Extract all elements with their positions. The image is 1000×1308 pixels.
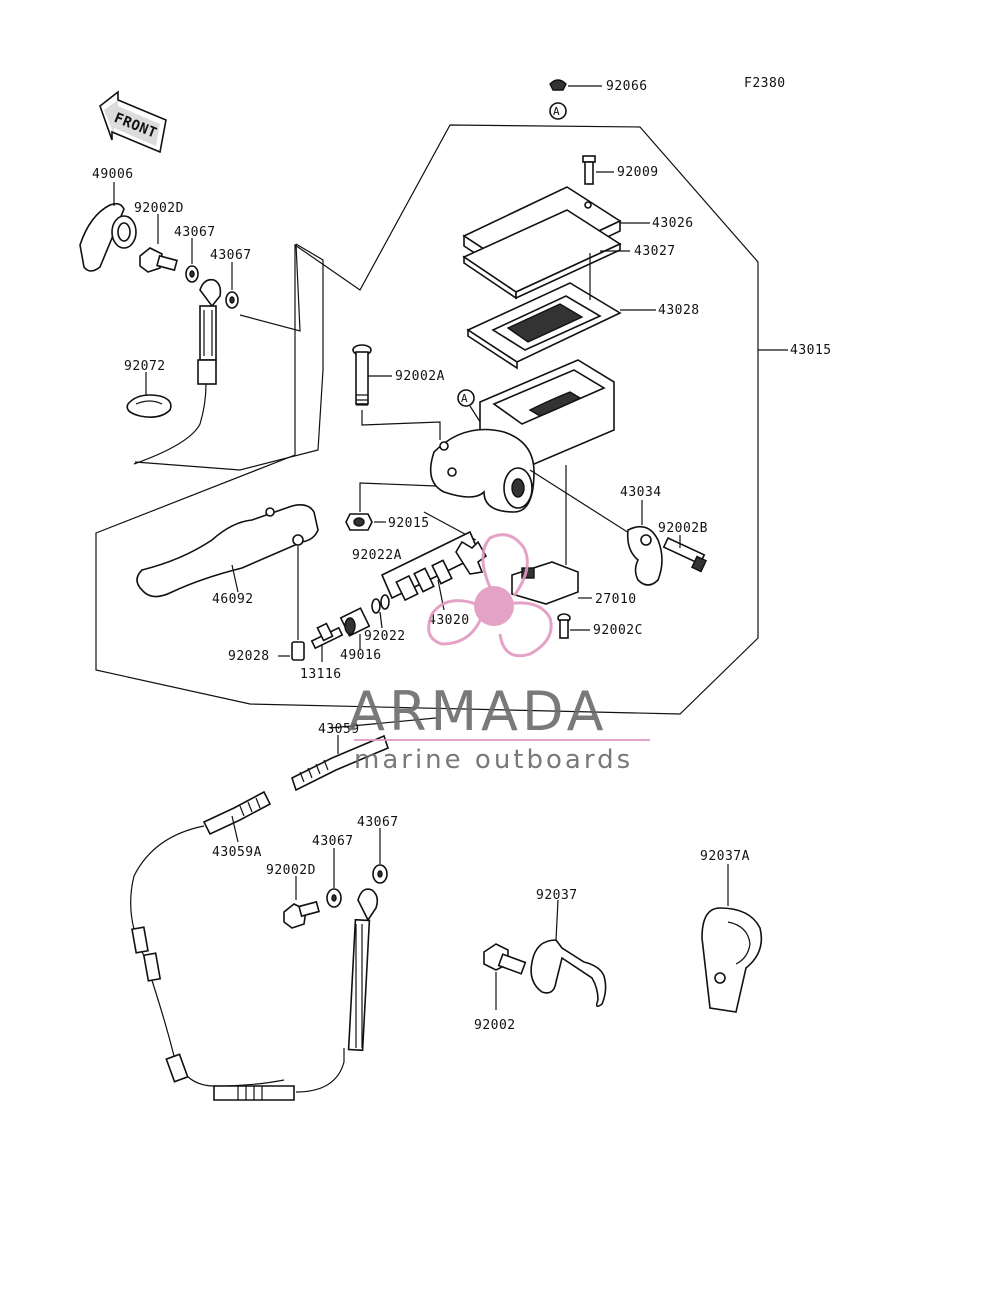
part-92022A: 92022A: [352, 548, 402, 563]
part-43067-b: 43067: [210, 248, 252, 263]
part-43034: 43034: [620, 485, 662, 500]
hose-cap-49006-part: [79, 182, 137, 272]
hose-upper-part: [133, 278, 222, 465]
figure-code: F2380: [744, 76, 786, 91]
plate-part: [462, 209, 630, 300]
svg-text:A: A: [461, 392, 468, 405]
brand-tagline: marine outboards: [354, 745, 633, 775]
hose-lower-vertical-part: [347, 888, 379, 1052]
part-46092: 46092: [212, 592, 254, 607]
part-49016: 49016: [340, 648, 382, 663]
push-rod-part: [310, 622, 344, 662]
part-92037: 92037: [536, 888, 578, 903]
part-92015: 92015: [388, 516, 430, 531]
cap-screw-part: [549, 79, 602, 91]
washer-43067-a-part: [185, 238, 199, 283]
part-43059: 43059: [318, 722, 360, 737]
pin-92028-part: [278, 641, 305, 661]
piston-kit-part: [380, 530, 488, 611]
armada-logo: ARMADA marine outboards: [348, 533, 650, 775]
part-13116: 13116: [300, 667, 342, 682]
part-92066: 92066: [606, 79, 648, 94]
part-92002D-top: 92002D: [134, 201, 184, 216]
part-43067-a: 43067: [174, 225, 216, 240]
part-43027: 43027: [634, 244, 676, 259]
holder-43034-part: [626, 500, 663, 586]
part-92002B: 92002B: [658, 521, 708, 536]
front-arrow-icon: FRONT: [99, 90, 167, 154]
part-92072: 92072: [124, 359, 166, 374]
part-92037A: 92037A: [700, 849, 750, 864]
clamp-92072-part: [126, 372, 172, 418]
part-92002D-bottom: 92002D: [266, 863, 316, 878]
propeller-logo-icon: [427, 533, 553, 658]
part-92002: 92002: [474, 1018, 516, 1033]
screw-92002C-part: [557, 613, 590, 639]
svg-text:A: A: [553, 105, 560, 118]
washer-43067-d-part: [372, 828, 388, 884]
part-49006: 49006: [92, 167, 134, 182]
bolt-92002B-part: [662, 535, 707, 573]
bracket-92037-part: [530, 899, 607, 1008]
ring-92022-part: [371, 594, 390, 629]
part-43026: 43026: [652, 216, 694, 231]
lever-46092-part: [136, 504, 319, 598]
hose-43059A-part: [130, 790, 345, 1101]
part-43067-c: 43067: [312, 834, 354, 849]
switch-27010-part: [511, 561, 592, 605]
washer-43067-b-part: [225, 262, 239, 309]
part-43015: 43015: [790, 343, 832, 358]
diaphragm-part: [466, 282, 656, 370]
part-92009: 92009: [617, 165, 659, 180]
part-43067-d: 43067: [357, 815, 399, 830]
banjo-bolt-bottom-part: [283, 876, 320, 929]
part-92028: 92028: [228, 649, 270, 664]
part-43059A: 43059A: [212, 845, 262, 860]
part-92022: 92022: [364, 629, 406, 644]
hose-43059-part: [291, 717, 437, 792]
clamp-92037A-part: [701, 864, 763, 1013]
part-43028: 43028: [658, 303, 700, 318]
bolt-92002A-part: [352, 344, 392, 406]
hose-boundary-line: [134, 243, 324, 471]
nut-92015-part: [345, 482, 437, 531]
ref-marker-top: A: [549, 102, 567, 120]
boot-49016-part: [339, 607, 371, 650]
screw-92009-part: [582, 155, 614, 185]
part-43020: 43020: [428, 613, 470, 628]
washer-43067-c-part: [326, 848, 342, 908]
part-27010: 27010: [595, 592, 637, 607]
banjo-bolt-top-part: [139, 214, 178, 273]
brand-name: ARMADA: [348, 680, 608, 743]
master-cylinder-body-part: [429, 359, 615, 513]
assembly-outline: [95, 124, 759, 715]
part-92002A: 92002A: [395, 369, 445, 384]
part-92002C: 92002C: [593, 623, 643, 638]
bolt-92002-part: [483, 943, 527, 1010]
